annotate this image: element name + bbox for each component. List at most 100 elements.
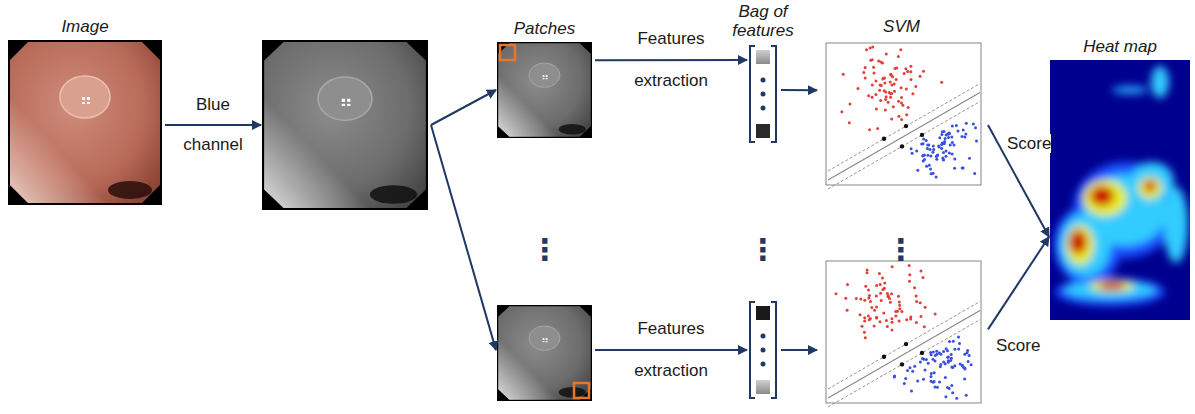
data-point <box>900 86 903 89</box>
data-point <box>916 380 919 383</box>
data-point <box>944 362 947 365</box>
data-point <box>929 148 932 151</box>
data-point <box>869 46 872 49</box>
caption-text: Bag of features <box>723 2 803 40</box>
data-point <box>930 353 933 356</box>
data-point <box>911 152 914 155</box>
data-point <box>951 391 954 394</box>
data-point <box>867 94 870 97</box>
data-point <box>944 376 947 379</box>
data-point <box>933 371 936 374</box>
data-point <box>899 48 902 51</box>
data-point <box>864 66 867 69</box>
ellipsis-mark: ⋮ <box>748 235 778 265</box>
data-point <box>875 316 878 319</box>
data-point <box>846 283 849 286</box>
patch-node <box>497 305 592 401</box>
data-point <box>890 92 893 95</box>
data-point <box>867 296 870 299</box>
flow-arrow <box>431 125 496 350</box>
data-point <box>855 297 858 300</box>
data-point <box>904 67 907 70</box>
data-point <box>897 55 900 58</box>
data-point <box>940 147 943 150</box>
data-point <box>900 144 904 148</box>
data-point <box>929 168 932 171</box>
data-point <box>937 144 940 147</box>
data-point <box>871 84 874 87</box>
data-point <box>866 271 869 274</box>
data-point <box>881 276 884 279</box>
data-point <box>973 172 976 175</box>
edge-label: Score <box>1007 134 1051 153</box>
blue-channel-image <box>262 40 428 210</box>
data-point <box>927 362 930 365</box>
data-point <box>919 75 922 78</box>
data-point <box>848 121 851 124</box>
decision-line <box>828 93 980 180</box>
data-point <box>871 96 874 99</box>
data-point <box>889 301 892 304</box>
data-point <box>934 312 937 315</box>
data-point <box>887 295 890 298</box>
data-point <box>864 336 867 339</box>
data-point <box>920 143 923 146</box>
edge-label: Score <box>996 336 1040 355</box>
data-point <box>898 307 901 310</box>
data-point <box>916 169 919 172</box>
svm-plot <box>818 258 985 410</box>
data-point <box>909 315 912 318</box>
data-point <box>910 78 913 81</box>
data-point <box>926 154 929 157</box>
margin-line <box>828 102 980 189</box>
data-point <box>968 354 971 357</box>
data-point <box>949 143 952 146</box>
data-point <box>882 355 886 359</box>
patch-node: Patches <box>497 42 592 138</box>
data-point <box>924 369 927 372</box>
feature-vector <box>748 44 778 144</box>
data-point <box>906 369 909 372</box>
data-point <box>950 384 953 387</box>
data-point <box>903 382 906 385</box>
data-point <box>946 386 949 389</box>
feature-vector-node: Bag of features <box>748 44 778 144</box>
data-point <box>878 272 881 275</box>
data-point <box>891 329 894 332</box>
edge-label: Features extraction <box>625 308 717 392</box>
data-point <box>953 158 956 161</box>
data-point <box>915 295 918 298</box>
data-point <box>909 366 912 369</box>
data-point <box>879 320 882 323</box>
data-point <box>967 360 970 363</box>
data-point <box>883 81 886 84</box>
data-point <box>961 135 964 138</box>
data-point <box>923 325 926 328</box>
data-point <box>887 101 890 104</box>
data-point <box>889 81 892 84</box>
data-point <box>919 361 922 364</box>
data-point <box>904 342 908 346</box>
data-point <box>922 378 925 381</box>
data-point <box>905 113 908 116</box>
data-point <box>883 282 886 285</box>
data-point <box>935 350 938 353</box>
data-point <box>920 315 923 318</box>
data-point <box>925 139 928 142</box>
data-point <box>873 309 876 312</box>
caption-text: Image <box>61 17 108 36</box>
data-point <box>866 268 869 271</box>
data-point <box>835 292 838 295</box>
data-point <box>863 316 866 319</box>
data-point <box>966 349 969 352</box>
data-point <box>951 141 954 144</box>
data-point <box>898 304 901 307</box>
data-point <box>938 136 941 139</box>
data-point <box>922 70 925 73</box>
data-point <box>925 165 928 168</box>
data-point <box>910 390 913 393</box>
ellipsis-mark: ⋮ <box>886 235 916 265</box>
data-point <box>924 306 927 309</box>
data-point <box>904 377 907 380</box>
data-point <box>897 115 900 118</box>
